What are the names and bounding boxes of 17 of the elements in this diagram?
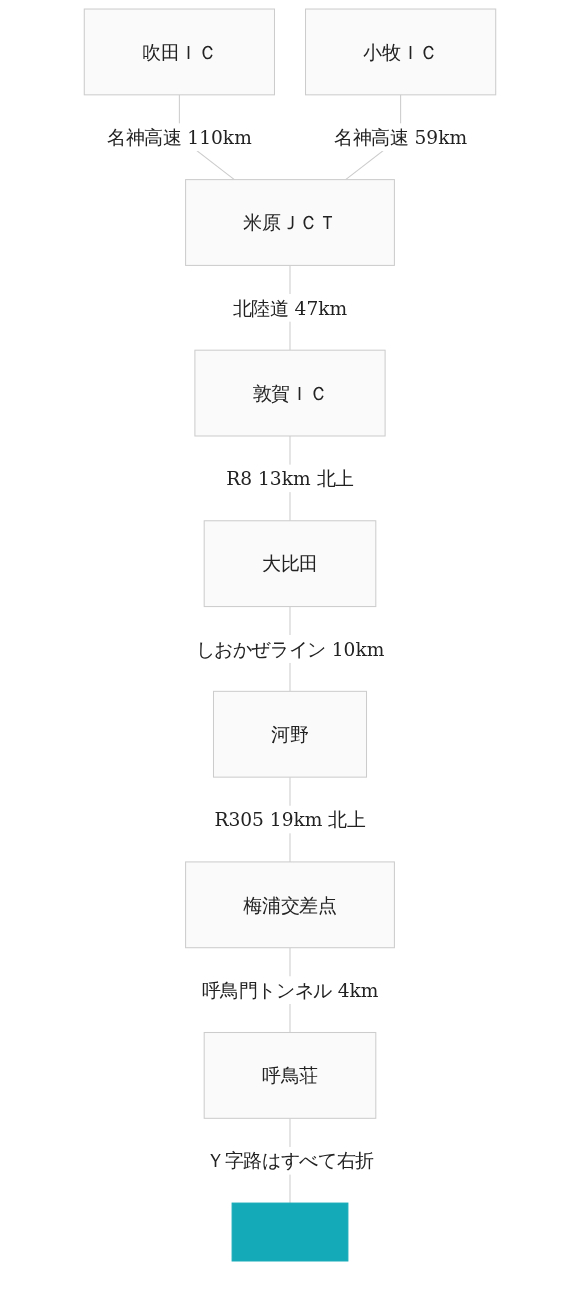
node-box: 梅浦交差点: [185, 861, 395, 949]
node-box: 小牧ＩＣ: [305, 8, 497, 96]
node-box: 敦賀ＩＣ: [194, 349, 386, 437]
node-box: 吹田ＩＣ: [83, 8, 275, 96]
node-box: 大比田: [203, 520, 377, 608]
edge-label: 北陸道 47km: [232, 296, 348, 319]
edge-label: 呼鳥門トンネル 4km: [201, 979, 379, 1001]
node-box: 呼鳥荘: [203, 1032, 377, 1119]
edge-label: 名神高速 59km: [334, 126, 468, 149]
edge-label: しおかぜライン 10km: [195, 638, 385, 660]
node-box: 米原ＪＣＴ: [185, 179, 395, 266]
edge-label: Ｙ字路はすべて右折: [206, 1149, 374, 1172]
edge-label: R8 13km 北上: [226, 467, 354, 490]
edge-label: R305 19km 北上: [214, 808, 366, 831]
edge-label: 名神高速 110km: [106, 126, 252, 149]
node-box: [231, 1202, 349, 1262]
node-box: 河野: [213, 690, 367, 778]
